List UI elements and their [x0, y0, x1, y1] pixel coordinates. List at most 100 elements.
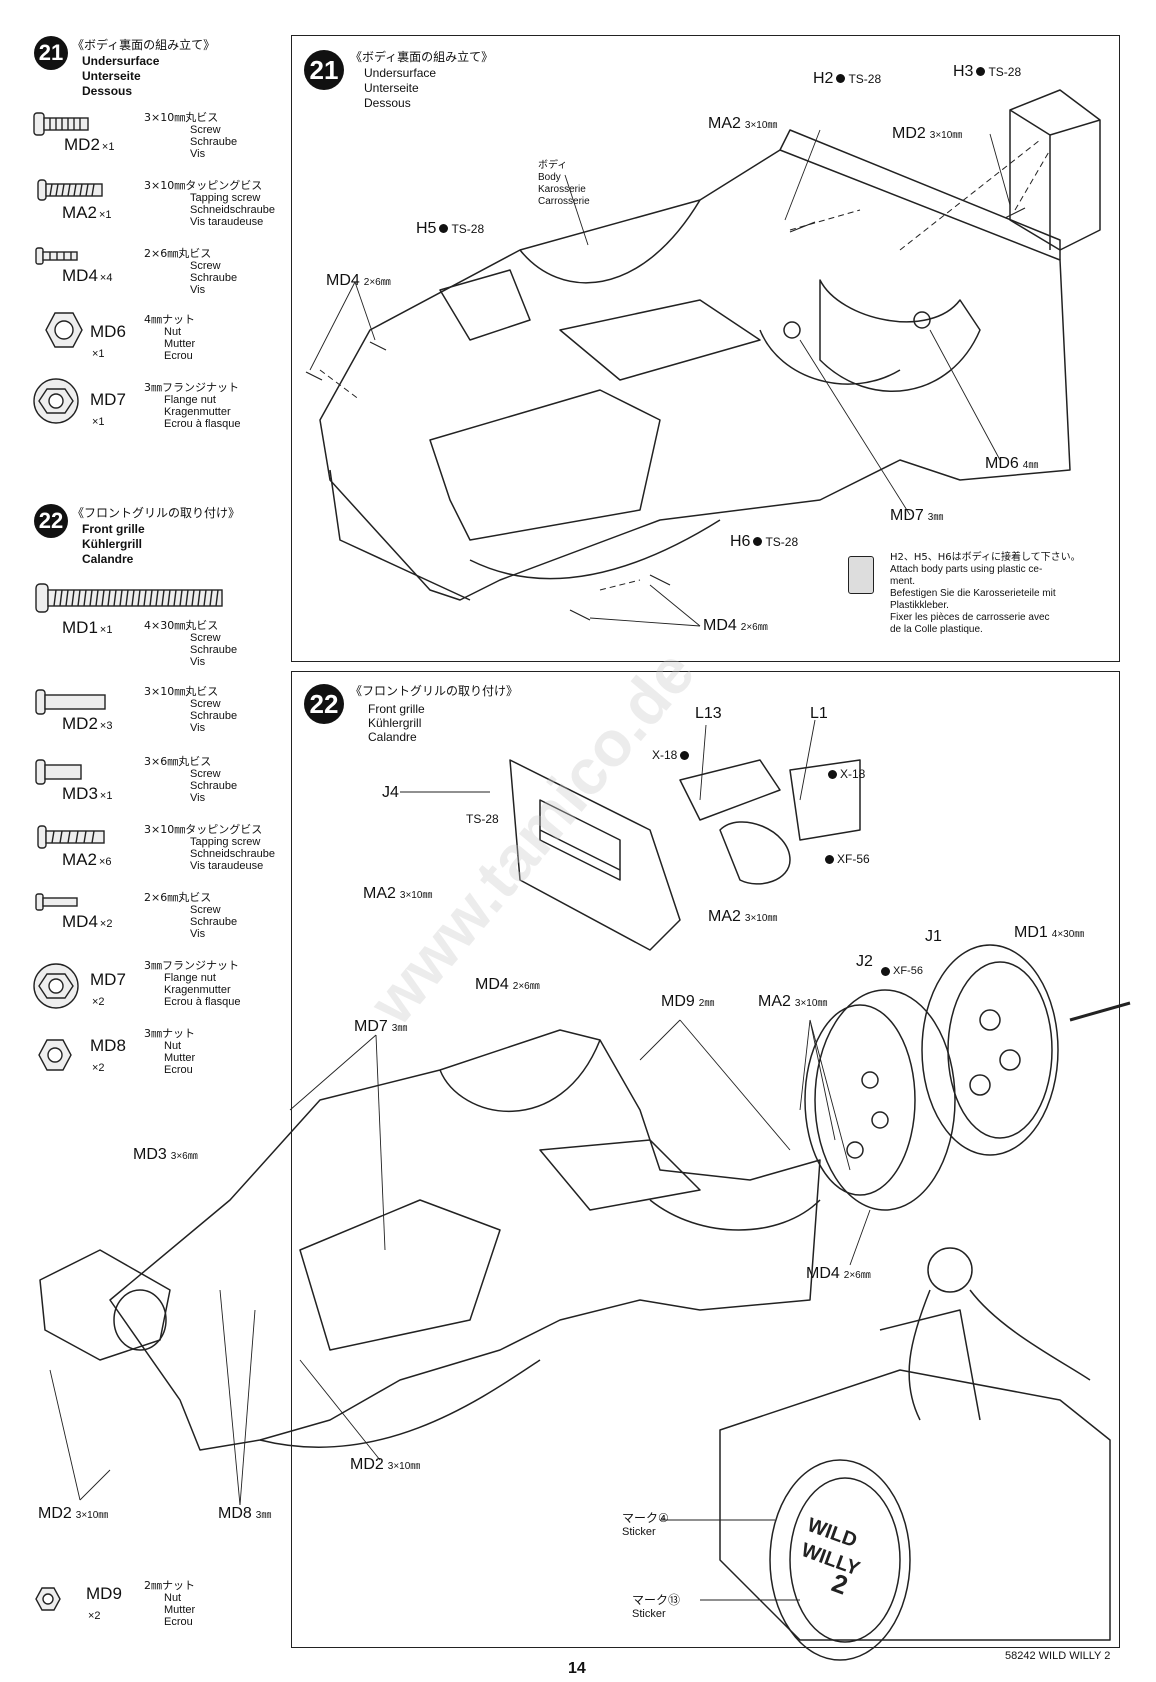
part-code-md7: MD7×1	[90, 390, 126, 428]
label-j2: J2	[856, 953, 873, 970]
paint-xf56: XF-56	[822, 852, 870, 866]
step-title-jp: 《ボディ裏面の組み立て》	[350, 50, 494, 64]
paint-dot-icon	[828, 770, 837, 780]
paint-dot-icon	[439, 224, 449, 234]
part-code-md4: MD4×2	[62, 912, 113, 931]
label-j1: J1	[925, 928, 942, 945]
part-code-md2: MD2×3	[62, 714, 113, 733]
step-number-badge: 22	[304, 684, 344, 724]
part-code-md4: MD4×4	[62, 266, 113, 285]
part-code-md9: MD9×2	[86, 1584, 122, 1622]
screw-icon	[35, 689, 106, 715]
step-title-jp: 《フロントグリルの取り付け》	[72, 506, 241, 520]
screw-icon	[35, 893, 78, 911]
step-title-en: Front grille	[368, 702, 425, 716]
cement-bottle-icon	[848, 556, 874, 594]
paint-x18-a: X-18	[652, 748, 692, 762]
nut-icon	[38, 1039, 72, 1071]
part-code-md6: MD6×1	[90, 322, 126, 360]
step22-panel	[291, 671, 1120, 1648]
label-l1: L1	[810, 705, 828, 722]
part-code-ma2: MA2×6	[62, 850, 112, 869]
paint-dot-icon	[881, 966, 890, 976]
paint-dot-icon	[825, 855, 834, 865]
paint-x18-b: X-18	[825, 767, 865, 781]
screw-icon	[35, 759, 82, 785]
step21-panel	[291, 35, 1120, 662]
step-title-fr: Dessous	[82, 84, 133, 98]
front-bumper-22	[39, 1249, 171, 1361]
step-title-en: Undersurface	[82, 54, 160, 68]
tapping-screw-icon	[37, 179, 103, 201]
cement-note: H2、H5、H6はボディに接着して下さい。Attach body parts u…	[890, 552, 1081, 635]
step-number-badge: 22	[34, 504, 68, 538]
flange-nut-icon	[33, 378, 79, 424]
step-title-jp: 《フロントグリルの取り付け》	[350, 684, 519, 698]
part-code-md2: MD2×1	[64, 135, 115, 154]
paint-dot-icon	[976, 67, 986, 77]
step-title-fr: Calandre	[368, 730, 417, 744]
step-title-de: Unterseite	[364, 81, 419, 95]
paint-dot-icon	[680, 751, 690, 761]
part-code-md1: MD1×1	[62, 618, 113, 637]
flange-nut-icon	[33, 963, 79, 1009]
paint-dot-icon	[753, 537, 763, 547]
step-number-badge: 21	[304, 50, 344, 90]
paint-xf56-b: XF-56	[878, 965, 923, 977]
nut-icon	[35, 1587, 61, 1611]
screw-icon	[35, 583, 223, 613]
page-number: 14	[568, 1660, 586, 1677]
nut-icon	[45, 312, 83, 348]
part-code-ma2: MA2×1	[62, 203, 112, 222]
label-l13: L13	[695, 705, 722, 722]
screw-icon	[33, 112, 89, 136]
step-title-en: Front grille	[82, 522, 145, 536]
step-number-badge: 21	[34, 36, 68, 70]
step-title-fr: Dessous	[364, 96, 411, 110]
label-j4: J4	[382, 784, 399, 801]
screw-icon	[35, 247, 78, 265]
tapping-screw-icon	[37, 825, 105, 849]
step-title-de: Kühlergrill	[368, 716, 422, 730]
step-title-fr: Calandre	[82, 552, 134, 566]
step-title-en: Undersurface	[364, 66, 437, 80]
part-code-md8: MD8×2	[90, 1036, 126, 1074]
step-title-de: Kühlergrill	[82, 537, 143, 551]
